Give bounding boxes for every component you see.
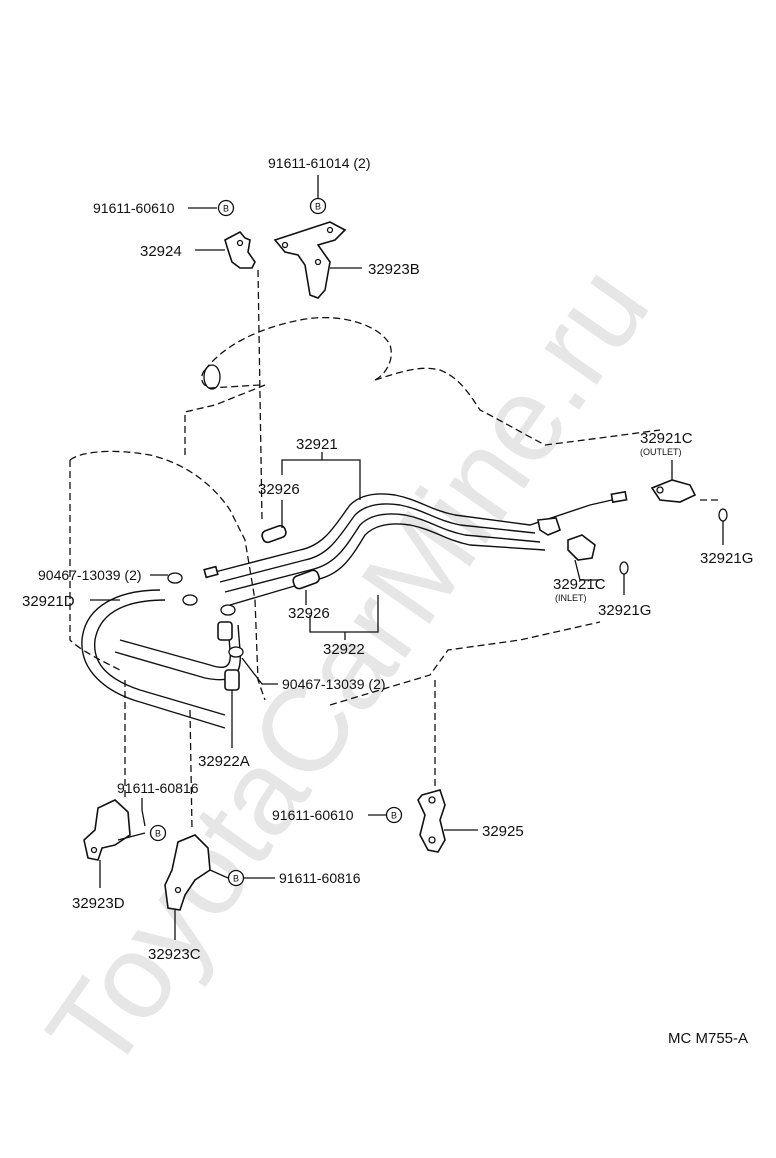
hose-assembly[interactable] [81, 572, 244, 729]
label-32921C-outlet[interactable]: 32921C [640, 430, 693, 447]
alignment-lines [124, 269, 436, 831]
label-32926-bottom[interactable]: 32926 [288, 605, 330, 622]
hose-32926-top[interactable] [261, 524, 288, 544]
label-32921D[interactable]: 32921D [22, 593, 75, 610]
label-32925[interactable]: 32925 [482, 823, 524, 840]
bolt-symbol-top-right: B [309, 197, 327, 215]
label-91611-60816-right[interactable]: 91611-60816 [279, 870, 361, 886]
footer-code: MC M755-A [668, 1030, 748, 1047]
bolt-symbol-bottom-mid: B [227, 869, 245, 887]
label-32923C[interactable]: 32923C [148, 946, 201, 963]
svg-text:B: B [315, 202, 321, 212]
fitting-32921C-inlet[interactable] [567, 534, 596, 561]
bracket-32923C[interactable] [164, 834, 211, 911]
label-32922A[interactable]: 32922A [198, 753, 250, 770]
bolt-symbol-top-left: B [217, 199, 235, 217]
label-32921G-mid[interactable]: 32921G [598, 602, 651, 619]
oil-cooler-pipes[interactable] [203, 490, 628, 606]
label-90467-13039-left[interactable]: 90467-13039 (2) [38, 567, 142, 583]
label-91611-60816-left[interactable]: 91611-60816 [117, 780, 199, 796]
label-32922[interactable]: 32922 [323, 641, 365, 658]
svg-text:B: B [155, 829, 161, 839]
label-32926-top[interactable]: 32926 [258, 481, 300, 498]
bracket-32924[interactable] [224, 230, 256, 269]
bracket-32925[interactable] [417, 789, 446, 853]
label-32923B[interactable]: 32923B [368, 261, 420, 278]
label-90467-13039-right[interactable]: 90467-13039 (2) [282, 676, 386, 692]
label-91611-61014[interactable]: 91611-61014 (2) [268, 155, 370, 171]
engine-outline [69, 316, 720, 706]
label-32921[interactable]: 32921 [296, 436, 338, 453]
label-inlet-note: (INLET) [555, 593, 587, 603]
label-32921G-right[interactable]: 32921G [700, 550, 753, 567]
hose-32926-bottom[interactable] [292, 569, 321, 590]
label-32921C-inlet[interactable]: 32921C [553, 576, 606, 593]
label-91611-60610-top[interactable]: 91611-60610 [93, 200, 175, 216]
label-outlet-note: (OUTLET) [640, 447, 682, 457]
leader-lines [90, 175, 724, 940]
svg-text:B: B [391, 811, 397, 821]
svg-text:B: B [233, 874, 239, 884]
label-91611-60610-bottom[interactable]: 91611-60610 [272, 807, 354, 823]
watermark: ToyotaCarMine.ru [22, 242, 675, 1095]
bracket-32923D[interactable] [83, 799, 131, 861]
label-32924[interactable]: 32924 [140, 243, 182, 260]
o-ring-32921G-right[interactable] [718, 508, 728, 522]
bolt-symbol-bottom-left: B [149, 824, 167, 842]
label-32923D[interactable]: 32923D [72, 895, 125, 912]
bracket-32923B[interactable] [273, 221, 347, 299]
o-ring-32921G-mid[interactable] [619, 561, 629, 575]
fitting-32921C-outlet[interactable] [650, 479, 697, 503]
svg-text:B: B [223, 204, 229, 214]
bolt-symbol-bottom-right: B [385, 806, 403, 824]
